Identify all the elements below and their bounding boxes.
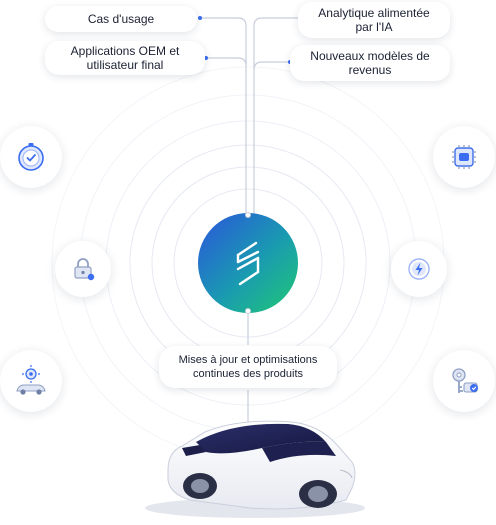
key-icon xyxy=(452,368,478,393)
chip-icon xyxy=(452,145,476,169)
hub xyxy=(198,212,298,314)
connected-car-icon xyxy=(16,365,46,395)
updates-label: Mises à jour et optimisations continues … xyxy=(159,346,337,388)
ai-analytics-label: Analytique alimentée par l'IA xyxy=(298,2,450,38)
oem-apps-label: Applications OEM et utilisateur final xyxy=(45,41,205,75)
use-cases-label: Cas d'usage xyxy=(45,6,197,32)
chip-circle xyxy=(433,126,495,188)
connected-car-circle xyxy=(0,350,62,412)
logo-s-icon xyxy=(236,241,260,286)
lock-circle xyxy=(55,241,111,297)
lock-icon xyxy=(74,258,95,281)
revenue-models-label: Nouveaux modèles de revenus xyxy=(290,45,450,81)
stopwatch-icon xyxy=(18,143,44,171)
connector-lines xyxy=(200,17,302,425)
car-illustration xyxy=(145,420,365,518)
stopwatch-circle xyxy=(0,126,62,188)
energy-icon xyxy=(408,258,430,280)
key-circle xyxy=(433,350,495,412)
energy-circle xyxy=(391,241,447,297)
connector-dots xyxy=(198,16,304,64)
